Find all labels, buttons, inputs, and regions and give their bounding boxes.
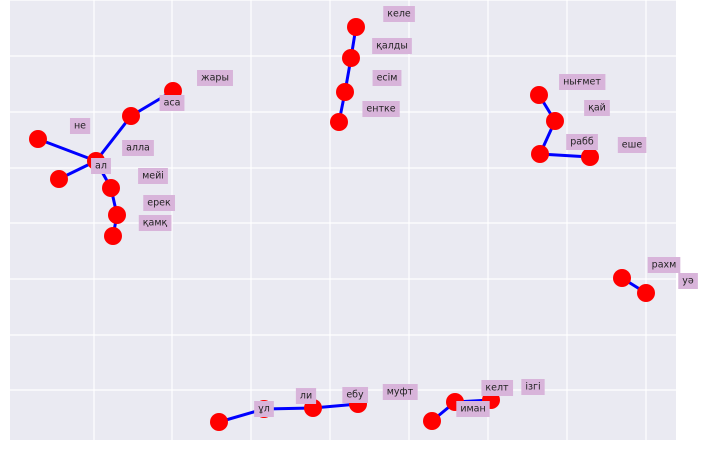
node-label-n18: рахм <box>647 257 681 273</box>
label-text: рахм <box>652 260 677 271</box>
label-text: қамқ <box>143 218 168 229</box>
label-text: не <box>74 121 86 132</box>
label-box <box>383 6 415 22</box>
node-label-n2: аса <box>159 95 185 111</box>
label-box <box>382 384 418 400</box>
label-text: келт <box>485 383 509 394</box>
edge-n2-n4 <box>94 114 133 163</box>
label-box <box>647 257 681 273</box>
label-box <box>566 134 598 150</box>
label-box <box>143 195 175 211</box>
node-n18 <box>613 269 631 287</box>
node-label-n7: ерек <box>143 195 175 211</box>
label-box <box>122 140 154 156</box>
label-box <box>362 101 400 117</box>
label-box <box>197 70 233 86</box>
node-label-n6: мейі <box>138 168 168 184</box>
label-box <box>69 118 91 134</box>
node-n20 <box>210 413 228 431</box>
label-box <box>559 74 606 90</box>
label-box <box>91 158 111 174</box>
label-box <box>481 380 514 396</box>
node-n25 <box>423 412 441 430</box>
label-text: иман <box>460 404 485 415</box>
label-text: ұл <box>258 404 270 415</box>
label-text: ал <box>95 161 107 172</box>
node-label-n16: рабб <box>566 134 598 150</box>
node-n11 <box>342 49 360 67</box>
node-label-n11: қалды <box>372 38 412 54</box>
label-text: аса <box>164 98 181 109</box>
label-box <box>138 215 172 231</box>
node-label-n27: ізгі <box>521 379 545 395</box>
node-n19 <box>637 284 655 302</box>
node-label-n26: келт <box>481 380 514 396</box>
node-n17 <box>581 148 599 166</box>
node-label-n10: келе <box>383 6 415 22</box>
node-label-n25: иман <box>456 401 490 417</box>
node-label-n3: не <box>69 118 91 134</box>
node-label-n4: ал <box>91 158 111 174</box>
node-label-n14: нығмет <box>559 74 606 90</box>
label-text: рабб <box>570 137 594 148</box>
label-text: ерек <box>147 198 171 209</box>
node-label-n23: ебу <box>342 387 369 403</box>
node-n8 <box>104 227 122 245</box>
node-label-n13: ентке <box>362 101 400 117</box>
label-text: уә <box>682 276 694 287</box>
node-label-n24: муфт <box>382 384 418 400</box>
node-label-n8: қамқ <box>138 215 172 231</box>
label-text: жары <box>201 73 229 84</box>
node-label-n19: уә <box>678 273 698 289</box>
node-n13 <box>330 113 348 131</box>
node-label-n17: еше <box>617 137 647 153</box>
label-box <box>678 273 698 289</box>
node-n15 <box>546 112 564 130</box>
label-text: ентке <box>366 104 395 115</box>
node-n14 <box>530 86 548 104</box>
label-text: нығмет <box>563 77 601 88</box>
label-text: келе <box>387 9 411 20</box>
label-box <box>521 379 545 395</box>
label-box <box>138 168 168 184</box>
label-text: мейі <box>142 171 164 182</box>
label-box <box>159 95 185 111</box>
label-text: қалды <box>376 41 408 52</box>
node-n10 <box>347 18 365 36</box>
node-n7 <box>108 206 126 224</box>
node-label-n15: қай <box>584 100 610 116</box>
label-box <box>584 100 610 116</box>
label-text: қай <box>588 103 606 114</box>
label-box <box>617 137 647 153</box>
label-text: ізгі <box>525 382 540 393</box>
label-box <box>254 401 274 417</box>
node-n12 <box>336 83 354 101</box>
label-text: есім <box>377 73 398 84</box>
node-n16 <box>531 145 549 163</box>
node-n9 <box>50 170 68 188</box>
node-label-n5: алла <box>122 140 154 156</box>
node-label-n21: ұл <box>254 401 274 417</box>
label-text: ебу <box>346 390 364 401</box>
node-label-n12: есім <box>372 70 402 86</box>
node-label-n1: жары <box>197 70 233 86</box>
node-label-n22: ли <box>295 388 317 404</box>
label-box <box>295 388 317 404</box>
labels-layer: жары аса не ал алла мейі ерек қамқ келе қалды есім… <box>69 6 698 417</box>
label-text: ли <box>300 391 312 402</box>
node-n3 <box>29 130 47 148</box>
label-text: алла <box>126 143 150 154</box>
label-text: муфт <box>387 387 414 398</box>
label-box <box>342 387 369 403</box>
label-box <box>372 70 402 86</box>
label-text: еше <box>622 140 643 151</box>
edge-n3-n4 <box>36 137 98 163</box>
label-box <box>456 401 490 417</box>
label-box <box>372 38 412 54</box>
node-n6 <box>102 179 120 197</box>
node-n2 <box>122 107 140 125</box>
